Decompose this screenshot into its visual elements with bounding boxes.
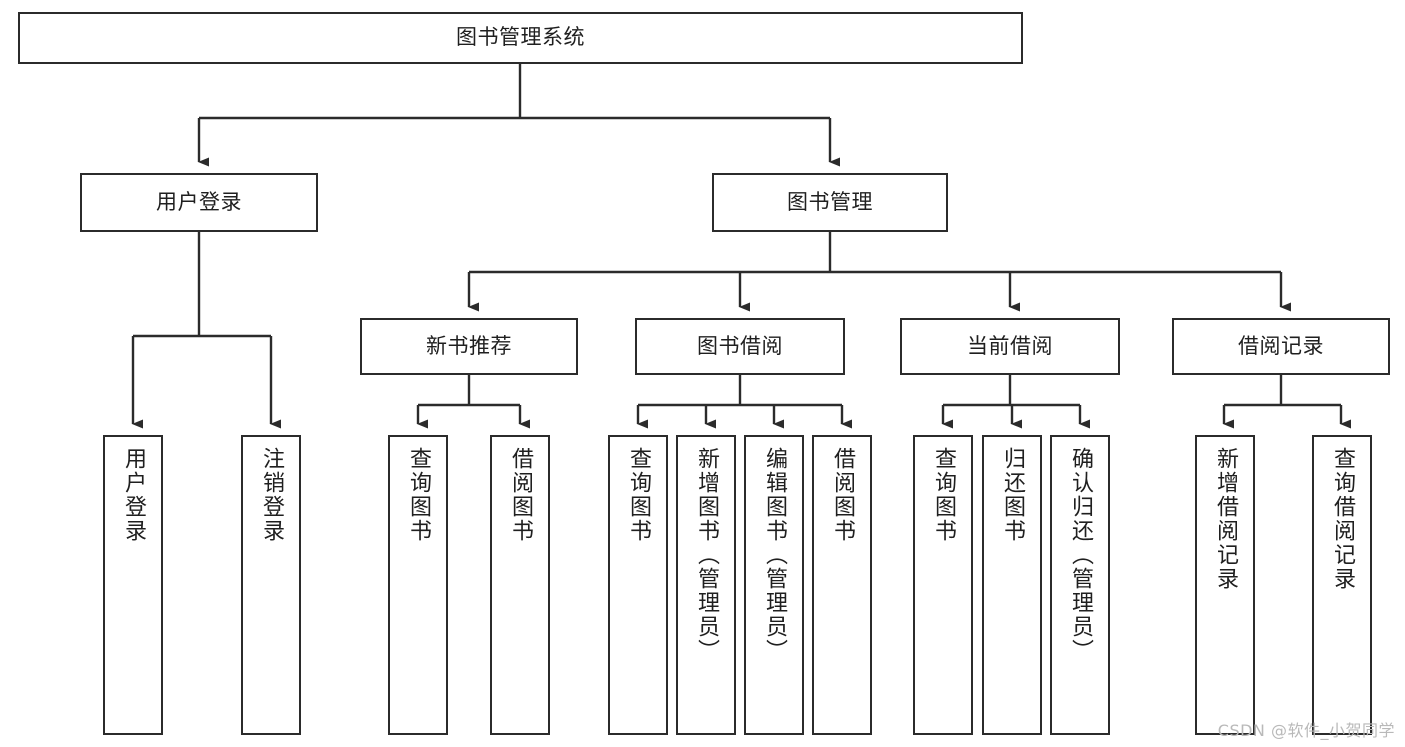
node-leaf-new-book-query[interactable]: 查询图书 [388,435,448,735]
node-borrow-record-label: 借阅记录 [1238,333,1324,358]
csdn-watermark: CSDN @软件_小贺同学 [1217,721,1395,740]
node-leaf-user-login-signin-label: 用户登录 [120,447,146,543]
node-leaf-current-confirm-return[interactable]: 确认归还（管理员） [1050,435,1110,735]
node-root-system[interactable]: 图书管理系统 [18,12,1023,64]
node-leaf-record-add-label: 新增借阅记录 [1212,447,1238,591]
node-book-borrow[interactable]: 图书借阅 [635,318,845,375]
node-borrow-record[interactable]: 借阅记录 [1172,318,1390,375]
node-leaf-record-query-label: 查询借阅记录 [1329,447,1355,591]
node-leaf-user-login-signout[interactable]: 注销登录 [241,435,301,735]
node-leaf-new-book-borrow[interactable]: 借阅图书 [490,435,550,735]
node-leaf-borrow-borrow-book[interactable]: 借阅图书 [812,435,872,735]
node-book-borrow-label: 图书借阅 [697,333,783,358]
node-leaf-borrow-add-book-label: 新增图书（管理员） [693,447,719,663]
node-new-book-recommend-label: 新书推荐 [426,333,512,358]
node-leaf-new-book-query-label: 查询图书 [405,447,431,543]
node-leaf-borrow-borrow-book-label: 借阅图书 [829,447,855,543]
node-leaf-borrow-query-book-label: 查询图书 [625,447,651,543]
node-leaf-record-add[interactable]: 新增借阅记录 [1195,435,1255,735]
node-leaf-borrow-edit-book-label: 编辑图书（管理员） [761,447,787,663]
node-leaf-borrow-add-book[interactable]: 新增图书（管理员） [676,435,736,735]
node-root-system-label: 图书管理系统 [456,25,585,50]
node-leaf-new-book-borrow-label: 借阅图书 [507,447,533,543]
node-user-login-label: 用户登录 [156,189,242,214]
node-leaf-current-query-book[interactable]: 查询图书 [913,435,973,735]
node-current-borrow[interactable]: 当前借阅 [900,318,1120,375]
node-user-login[interactable]: 用户登录 [80,173,318,232]
node-new-book-recommend[interactable]: 新书推荐 [360,318,578,375]
node-book-management-label: 图书管理 [787,189,873,214]
node-leaf-record-query[interactable]: 查询借阅记录 [1312,435,1372,735]
node-leaf-user-login-signin[interactable]: 用户登录 [103,435,163,735]
node-book-management[interactable]: 图书管理 [712,173,948,232]
node-leaf-user-login-signout-label: 注销登录 [258,447,284,543]
node-leaf-current-confirm-return-label: 确认归还（管理员） [1067,447,1093,663]
node-leaf-borrow-edit-book[interactable]: 编辑图书（管理员） [744,435,804,735]
node-leaf-current-return-book-label: 归还图书 [999,447,1025,543]
node-current-borrow-label: 当前借阅 [967,333,1053,358]
node-leaf-current-return-book[interactable]: 归还图书 [982,435,1042,735]
node-leaf-current-query-book-label: 查询图书 [930,447,956,543]
node-leaf-borrow-query-book[interactable]: 查询图书 [608,435,668,735]
